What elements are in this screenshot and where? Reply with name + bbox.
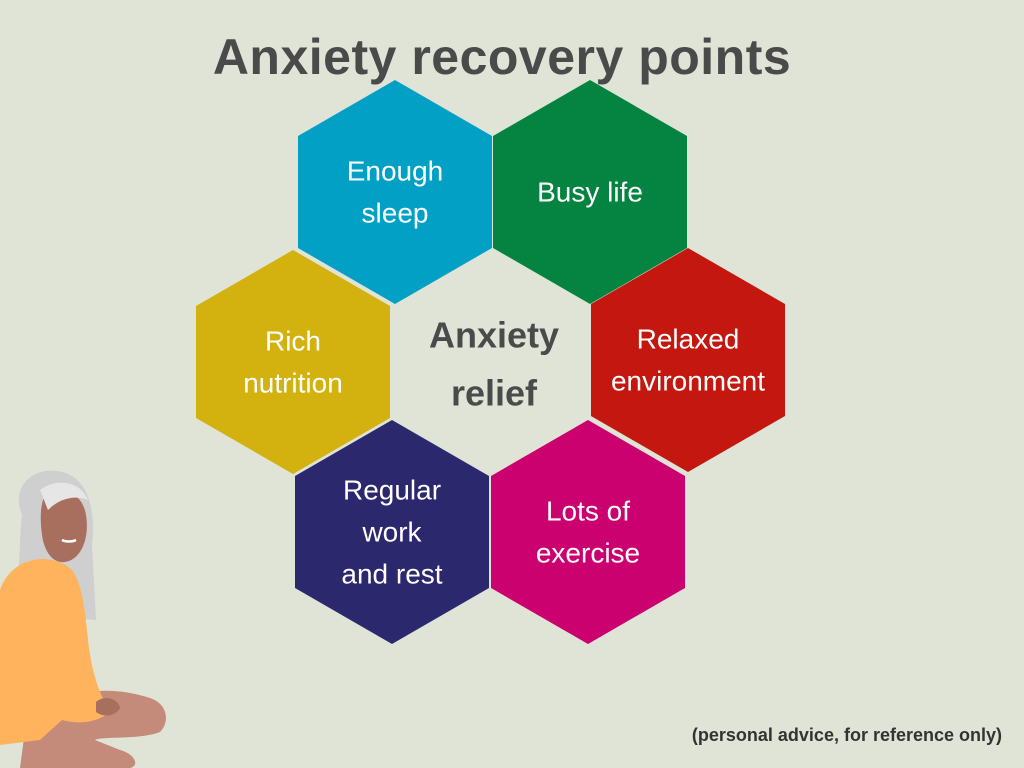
hexagon-label: and rest	[341, 559, 442, 590]
hexagon-label: Rich	[265, 326, 321, 357]
hexagon-label: sleep	[362, 198, 429, 229]
hexagon-label: Lots of	[546, 496, 630, 527]
hexagon-label: environment	[611, 366, 765, 397]
footnote: (personal advice, for reference only)	[691, 725, 1002, 745]
hexagon-shape	[493, 80, 687, 304]
hexagon-label: Relaxed	[637, 324, 740, 355]
hexagon-shape	[491, 420, 685, 644]
page-title: Anxiety recovery points	[212, 29, 792, 85]
hexagon-rich-nutrition: Rich nutrition	[196, 250, 390, 474]
hexagon-shape	[591, 248, 785, 472]
hexagon-relaxed-environment: Relaxed environment	[591, 248, 785, 472]
hexagon-regular-work-and-rest: Regular work and rest	[295, 420, 489, 644]
hexagon-label: Regular	[343, 475, 441, 506]
hexagon-shape	[295, 420, 489, 644]
hexagon-shape	[298, 80, 492, 304]
hexagon-label: work	[361, 517, 422, 548]
center-label-line: relief	[451, 373, 538, 414]
hexagon-lots-of-exercise: Lots of exercise	[491, 420, 685, 644]
sitting-woman-icon	[0, 470, 166, 768]
center-label-line: Anxiety	[429, 315, 559, 356]
hexagon-label: exercise	[536, 538, 640, 569]
hexagon-shape	[196, 250, 390, 474]
hexagon-label: nutrition	[243, 368, 343, 399]
center-label: Anxiety relief	[429, 315, 559, 414]
hexagon-label: Busy life	[537, 177, 643, 208]
hexagon-label: Enough	[347, 156, 444, 187]
hexagon-enough-sleep: Enough sleep	[298, 80, 492, 304]
hexagon-busy-life: Busy life	[493, 80, 687, 304]
